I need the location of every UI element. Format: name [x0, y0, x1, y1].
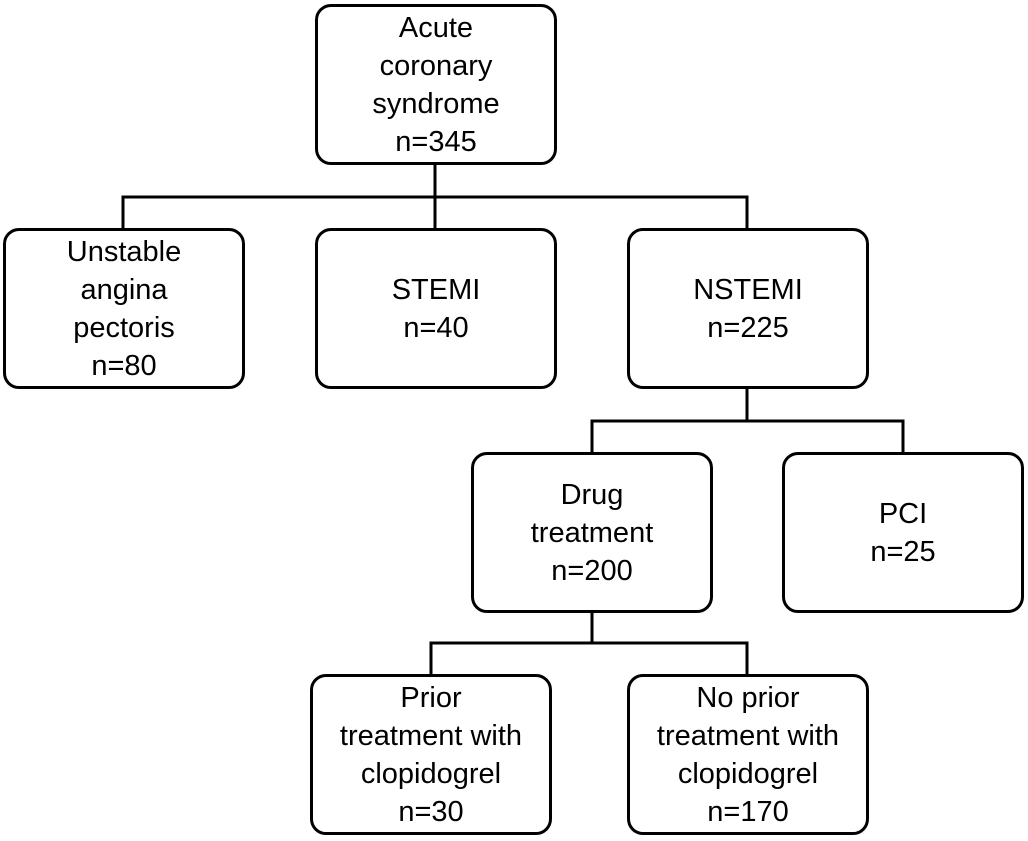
node-drug-treatment: Drug treatment n=200	[471, 452, 713, 613]
node-count: n=200	[551, 554, 633, 587]
node-no-prior-clopidogrel: No prior treatment with clopidogrel n=17…	[627, 674, 869, 835]
node-label-line: Unstable	[66, 235, 182, 268]
node-label-line: STEMI	[391, 273, 481, 306]
node-count: n=170	[707, 795, 789, 828]
node-count: n=345	[395, 125, 477, 158]
node-nstemi: NSTEMI n=225	[627, 228, 869, 389]
node-count: n=225	[707, 311, 789, 344]
node-label-line: clopidogrel	[360, 757, 502, 790]
node-pci: PCI n=25	[782, 452, 1024, 613]
node-count: n=40	[403, 311, 469, 344]
node-count: n=30	[398, 795, 464, 828]
node-count: n=25	[870, 535, 936, 568]
node-label-line: clopidogrel	[677, 757, 819, 790]
node-label-line: PCI	[878, 497, 928, 530]
node-label-line: Prior	[400, 681, 462, 714]
node-label-line: No prior	[696, 681, 800, 714]
node-label-line: syndrome	[372, 87, 500, 120]
node-label-line: treatment	[530, 516, 654, 549]
node-label-line: NSTEMI	[693, 273, 803, 306]
node-label-line: pectoris	[73, 311, 175, 344]
node-stemi: STEMI n=40	[315, 228, 557, 389]
node-label-line: Drug	[560, 478, 624, 511]
node-label-line: treatment with	[656, 719, 840, 752]
node-unstable-angina-pectoris: Unstable angina pectoris n=80	[3, 228, 245, 389]
node-count: n=80	[91, 349, 157, 382]
node-prior-clopidogrel: Prior treatment with clopidogrel n=30	[310, 674, 552, 835]
node-label-line: coronary	[379, 49, 493, 82]
node-label-line: Acute	[398, 11, 474, 44]
node-label-line: angina	[80, 273, 168, 306]
node-acute-coronary-syndrome: Acute coronary syndrome n=345	[315, 4, 557, 165]
node-label-line: treatment with	[339, 719, 523, 752]
